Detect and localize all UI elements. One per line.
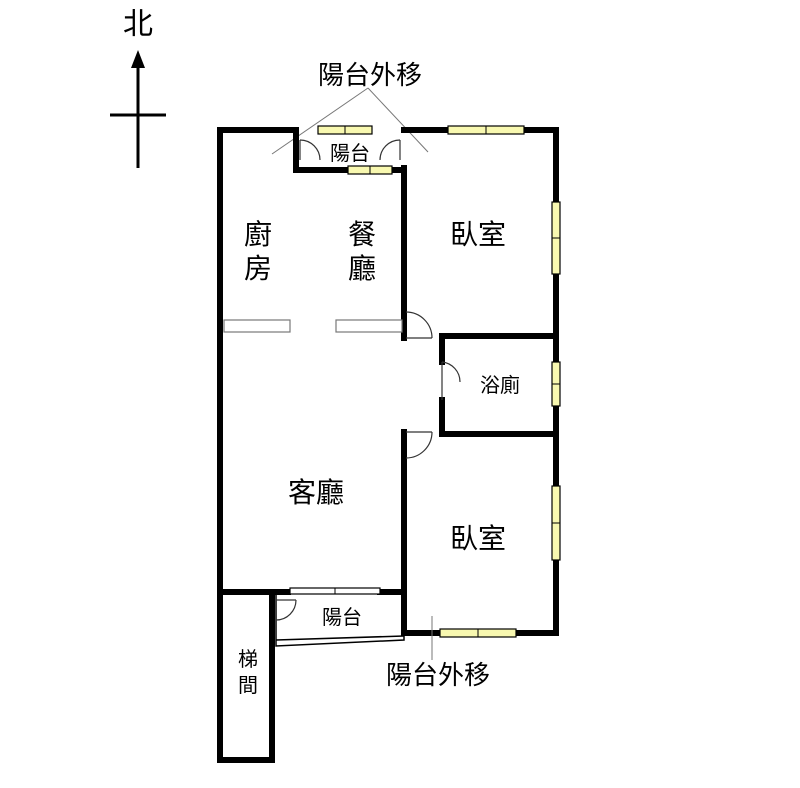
room-bedroom-north-label: 臥室	[450, 218, 506, 251]
room-kitchen-label-1: 廚	[244, 218, 272, 251]
room-stairwell-label-1: 梯	[238, 647, 258, 671]
balcony-top-guides	[271, 87, 429, 155]
balcony-top-annotation: 陽台外移	[318, 61, 422, 91]
room-kitchen-label-2: 房	[244, 252, 272, 285]
doors	[275, 139, 461, 621]
room-bedroom-south-label: 臥室	[450, 522, 506, 555]
room-dining-label-1: 餐	[348, 218, 376, 251]
windows	[289, 125, 561, 638]
room-balcony-north-label: 陽台	[330, 141, 370, 165]
room-living-label: 客廳	[288, 476, 344, 509]
room-balcony-south-label: 陽台	[322, 605, 362, 629]
balcony-bottom-annotation: 陽台外移	[386, 661, 490, 691]
north-label: 北	[123, 7, 153, 42]
room-dining-label-2: 廳	[348, 252, 376, 285]
room-stairwell-label-2: 間	[238, 673, 258, 697]
north-arrow-icon	[110, 50, 166, 168]
counters	[223, 319, 403, 333]
room-bathroom-label: 浴廁	[480, 373, 520, 397]
balcony-south-outline	[275, 592, 405, 647]
